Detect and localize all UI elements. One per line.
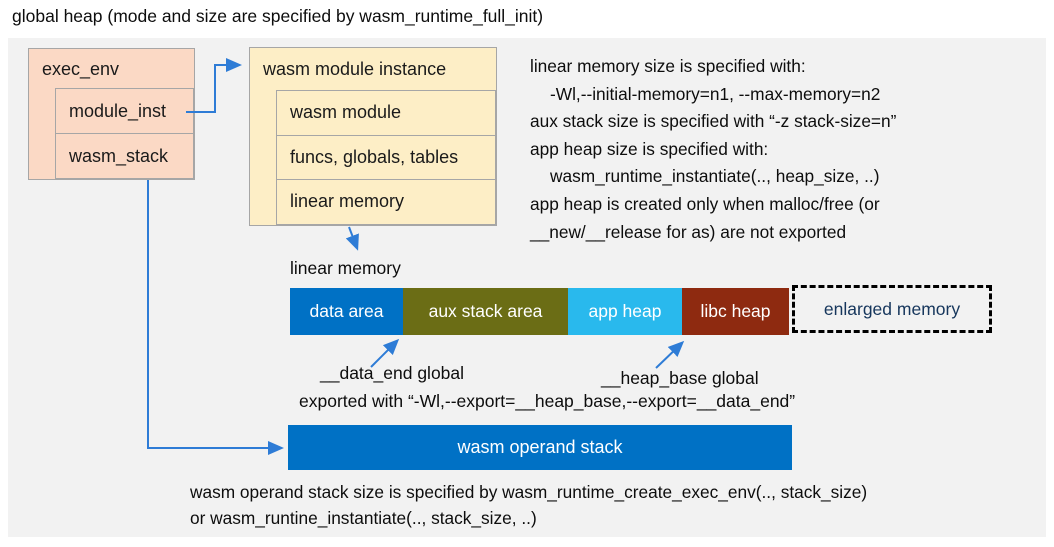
footer-line: or wasm_runtine_instantiate(.., stack_si…: [190, 507, 537, 528]
exec-env-header: exec_env: [42, 58, 120, 79]
module-instance-header: wasm module instance: [263, 59, 447, 79]
exec-env-box: exec_env module_inst wasm_stack: [28, 48, 195, 180]
heap-base-global-label: __heap_base global: [601, 368, 759, 388]
exec-env-rows: module_inst wasm_stack: [55, 88, 194, 179]
module-instance-row-wasm-module: wasm module: [276, 90, 496, 136]
module-instance-box: wasm module instance wasm module funcs, …: [249, 47, 497, 226]
linear-memory-label: linear memory: [290, 258, 401, 278]
module-instance-row-funcs-globals-tables: funcs, globals, tables: [276, 134, 496, 181]
footer-block: wasm operand stack size is specified by …: [190, 480, 867, 531]
diagram-title: global heap (mode and size are specified…: [12, 6, 544, 26]
segment-enlarged-memory: enlarged memory: [792, 285, 992, 333]
exported-with-label: exported with “-Wl,--export=__heap_base,…: [299, 391, 796, 411]
segment-data-area: data area: [290, 288, 403, 335]
wasm-operand-stack-label: wasm operand stack: [457, 437, 623, 457]
data-end-global-label: __data_end global: [320, 363, 465, 383]
note-line: app heap size is specified with:: [530, 138, 769, 159]
note-line: linear memory size is specified with:: [530, 56, 806, 76]
footer-line: wasm operand stack size is specified by …: [190, 482, 868, 502]
note-line: wasm_runtime_instantiate(.., heap_size, …: [550, 166, 880, 187]
note-line: aux stack size is specified with “-z sta…: [530, 111, 897, 132]
segment-libc-heap: libc heap: [682, 288, 789, 335]
segment-aux-stack-area: aux stack area: [403, 288, 568, 335]
notes-block: linear memory size is specified with: -W…: [530, 53, 896, 246]
module-instance-row-linear-memory: linear memory: [276, 179, 496, 225]
exec-env-row-module-inst: module_inst: [55, 88, 194, 134]
exec-env-row-wasm-stack: wasm_stack: [55, 133, 194, 179]
note-line: __new/__release for as) are not exported: [530, 221, 847, 242]
segment-app-heap: app heap: [568, 288, 682, 335]
note-line: -Wl,--initial-memory=n1, --max-memory=n2: [550, 83, 881, 104]
wasm-operand-stack-bar: wasm operand stack: [288, 425, 792, 470]
note-line: app heap is created only when malloc/fre…: [530, 193, 880, 214]
module-instance-rows: wasm module funcs, globals, tables linea…: [276, 90, 496, 225]
